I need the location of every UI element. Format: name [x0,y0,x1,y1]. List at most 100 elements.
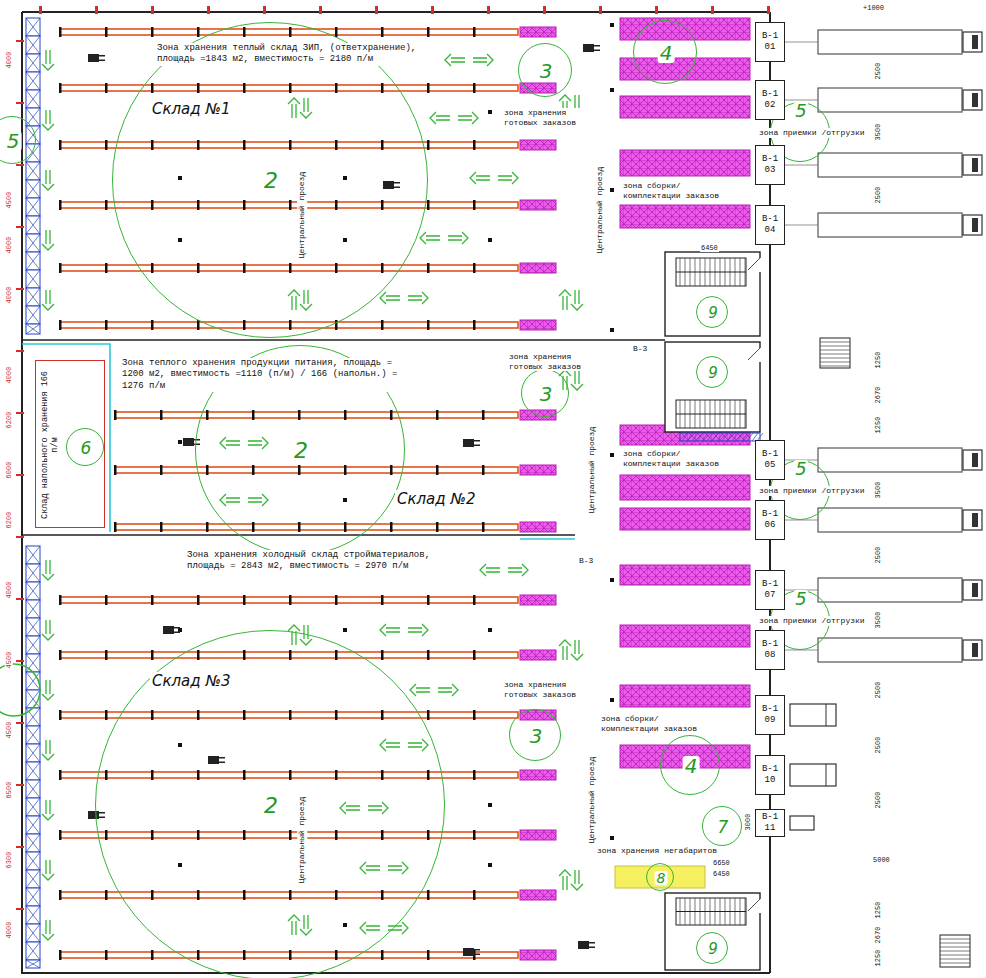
forklift-body [463,948,474,956]
forklift [88,811,105,819]
wall-rack-cell [26,162,40,180]
wall-rack-cross [26,126,40,144]
wall-rack-cell [26,762,40,780]
rack-post [197,770,200,780]
column-square [610,578,614,582]
zone-label: зона сборки/ комплектации заказов [600,714,706,733]
dock-label: В-1 [762,31,778,42]
wall-rack-cross [26,180,40,198]
stair-step [940,943,970,944]
wall-rack-cross [26,942,40,960]
rack-post [335,950,338,960]
stair-step [820,354,850,355]
forklift-fork [589,947,595,949]
flow-arrow [380,292,400,304]
dock-label: В-1 [762,764,778,775]
zone-number: 5 [793,590,808,608]
column-mark [16,784,24,786]
rack-post [381,710,384,720]
rack-post [105,320,108,330]
forklift-body [463,439,474,447]
flow-arrow [42,110,54,130]
rack-post [105,200,108,210]
rack-post [59,320,62,330]
forklift [88,54,105,62]
rack-post [206,522,209,532]
office-block [665,893,760,970]
dimension: 4000 [5,51,13,70]
wall-rack-cell [26,744,40,762]
flow-arrow [340,802,360,814]
wall-rack-cross [26,744,40,762]
wall-rack-cell [26,546,40,564]
wall-rack-cross [26,324,40,334]
wall-rack-cross [26,36,40,54]
staircase [676,258,746,286]
column-mark [543,6,546,14]
pallet-block [520,83,556,93]
truck-window [972,583,978,597]
zone-label: зона сборки/ комплектации заказов [622,449,728,468]
rack-post [105,263,108,273]
rack-post [151,770,154,780]
flow-arrow [380,739,400,751]
flow-arrow [288,625,300,645]
rack-post [289,200,292,210]
flow-arrow [408,739,428,751]
dock-gate: В-104 [755,205,785,245]
forklift-fork [99,817,105,819]
dock-gate: В-103 [755,145,785,185]
wall-rack-cross [26,852,40,870]
wall-rack-cross [26,36,40,54]
wall-rack-cross [26,270,40,288]
rack-post [390,522,393,532]
zone-number: 5 [793,102,808,120]
rack-post [59,83,62,93]
rack-post [344,410,347,420]
wall-rack-cross [26,636,40,654]
zone-number: 9 [706,942,720,957]
wall-rack-cell [26,180,40,198]
dock-label: 02 [765,100,776,111]
wall-rack-cross [26,564,40,582]
dimension: 4000 [5,921,13,940]
wall-rack-cross [26,234,40,252]
wall-rack-cell [26,36,40,54]
zone-number-circle: 2 [112,22,428,338]
flow-arrow [448,232,468,244]
partition-wall [22,534,575,536]
hatch-line [722,433,728,441]
rack-post [160,410,163,420]
rack-post [59,263,62,273]
rack-post [151,950,154,960]
wall-rack-cross [26,708,40,726]
forklift [163,626,180,634]
wall-rack-cell [26,636,40,654]
flow-arrow [388,922,408,934]
rack-post [473,770,476,780]
dock-gate: В-106 [755,500,785,540]
rack-post [427,950,430,960]
dimension: 6200 [5,411,13,430]
column-square [488,110,492,114]
flow-arrow [42,620,54,640]
truck-cab [963,580,982,600]
picking-grid [620,475,750,500]
rack-post [427,770,430,780]
flow-arrow [300,915,312,935]
rack-post [436,465,439,475]
dimension: 6650 [712,859,731,867]
rack-post [59,27,62,37]
column-square [488,803,492,807]
wall-rack-cross [26,762,40,780]
outer-wall [22,12,770,973]
flow-arrow [42,50,54,70]
flow-arrow [473,54,493,66]
rack-post [473,200,476,210]
rack-post [289,650,292,660]
rack-post [206,410,209,420]
wall-rack-cross [26,270,40,288]
rack-post [427,140,430,150]
rack-post [105,595,108,605]
